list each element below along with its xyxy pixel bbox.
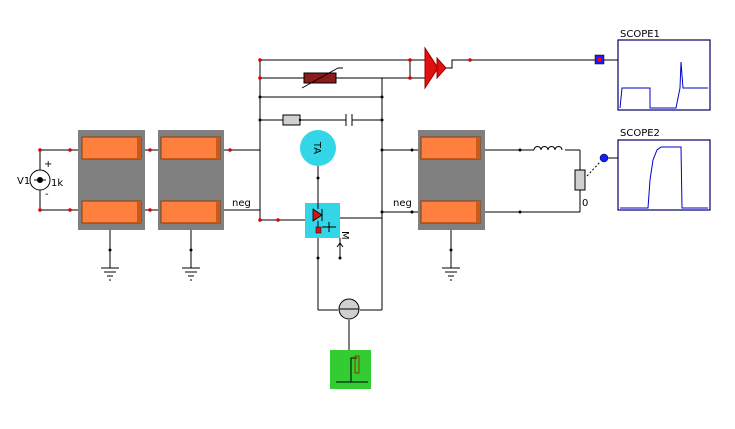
- amplifier[interactable]: [424, 46, 447, 90]
- scope-2[interactable]: [617, 139, 711, 211]
- transformer-3[interactable]: [418, 130, 485, 230]
- plus-sign: +: [44, 159, 52, 170]
- source-label: V1: [17, 176, 30, 187]
- inductor[interactable]: [533, 146, 563, 151]
- neg-label-left: neg: [232, 198, 251, 209]
- ground-3: [442, 267, 460, 281]
- transformer-2[interactable]: [158, 130, 224, 230]
- snubber-capacitor[interactable]: [345, 114, 353, 126]
- voltage-source-v1[interactable]: [29, 169, 51, 191]
- wires: [39, 59, 598, 352]
- voltage-probe[interactable]: [599, 153, 609, 163]
- snubber-resistor[interactable]: [282, 114, 301, 126]
- varistor[interactable]: [301, 67, 343, 89]
- arrow-icon: [336, 242, 344, 258]
- scope1-title: SCOPE1: [620, 29, 660, 40]
- connection-nodes: [38, 58, 472, 222]
- measurement-probe[interactable]: [338, 298, 360, 320]
- neg-label-right: neg: [393, 198, 412, 209]
- scope2-title: SCOPE2: [620, 128, 660, 139]
- switch-device[interactable]: [305, 203, 340, 238]
- zero-label: 0: [582, 198, 588, 209]
- scope-1[interactable]: [617, 39, 711, 111]
- ammeter-label: TA: [311, 141, 322, 154]
- load-resistor[interactable]: [574, 169, 586, 191]
- m-label: M: [339, 231, 350, 240]
- controller-block[interactable]: [330, 350, 371, 389]
- minus-sign: -: [45, 189, 49, 200]
- scope1-input-marker[interactable]: [594, 54, 605, 65]
- transformer-1[interactable]: [78, 130, 145, 230]
- ground-2: [182, 267, 200, 281]
- junction-dots: [258, 95, 522, 260]
- source-resistance-label: 1k: [51, 178, 63, 189]
- ground-1: [101, 267, 119, 281]
- ammeter-ta[interactable]: TA: [300, 130, 336, 166]
